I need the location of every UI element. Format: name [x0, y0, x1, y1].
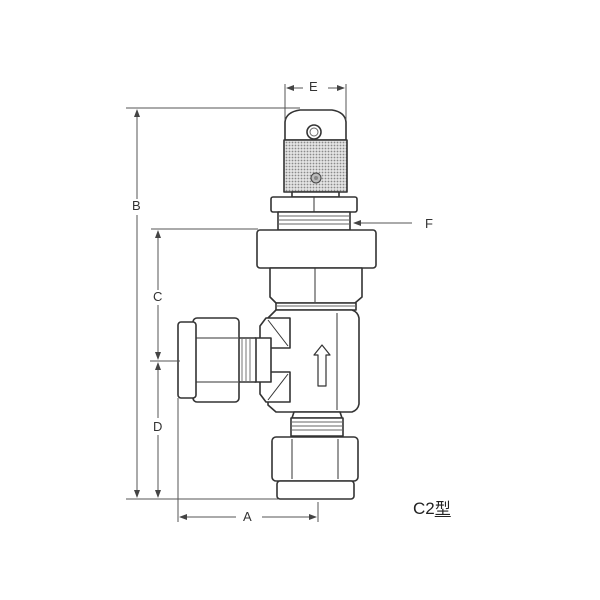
bonnet-hex	[269, 267, 363, 304]
model-label: C2型	[413, 495, 451, 519]
side-fitting-end	[177, 321, 197, 399]
dimension-label-f: F	[424, 216, 434, 231]
knurled-handle	[283, 139, 348, 193]
panel-thread	[277, 211, 351, 231]
bottom-fitting-end	[276, 480, 355, 500]
model-code: C2	[413, 499, 435, 518]
flow-arrow-icon	[313, 344, 331, 387]
side-fitting-thread	[237, 337, 257, 383]
dimension-label-a: A	[242, 509, 253, 524]
bottom-fitting-thread	[290, 417, 344, 437]
bottom-fitting-nut	[271, 436, 359, 482]
bonnet-nut	[256, 229, 377, 269]
valve-body-group	[177, 109, 377, 500]
dimension-lines	[126, 84, 412, 522]
side-fitting-nut	[192, 317, 240, 403]
dimension-label-e: E	[308, 79, 319, 94]
dimension-label-c: C	[152, 289, 164, 304]
dimension-label-d: D	[152, 419, 164, 434]
dimension-label-b: B	[131, 198, 142, 213]
model-suffix: 型	[434, 499, 451, 518]
